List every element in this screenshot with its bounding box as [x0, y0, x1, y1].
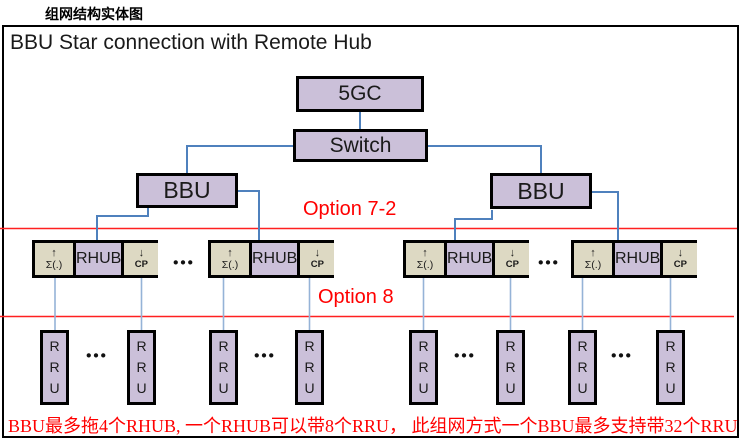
bbu-rhub-link	[237, 190, 260, 241]
ellipsis: •••	[86, 347, 108, 365]
node-rru: RRU	[295, 330, 324, 405]
footer-note: BBU最多拖4个RHUB, 一个RHUB可以带8个RRU， 此组网方式一个BBU…	[8, 416, 738, 436]
switch-bbu-left-link	[186, 145, 293, 173]
node-5gc: 5GC	[296, 76, 424, 112]
rhub-downlink-box: ↓ CP	[663, 243, 698, 275]
arrow-down-icon: ↓	[138, 247, 145, 260]
switch-bbu-right-link	[428, 145, 542, 173]
ellipsis: •••	[538, 254, 560, 272]
uplink-sum-label: Σ(.)	[45, 258, 63, 271]
bbu-rhub-link	[591, 191, 619, 241]
uplink-sum-label: Σ(.)	[416, 258, 434, 271]
arrow-down-icon: ↓	[677, 247, 684, 260]
node-rru: RRU	[127, 330, 156, 405]
rhub-downlink-box: ↓ CP	[300, 243, 335, 275]
bbu-rhub-link	[454, 210, 493, 241]
rru-label: RRU	[136, 338, 147, 396]
ellipsis: •••	[611, 347, 633, 365]
node-rru: RRU	[409, 330, 438, 405]
uplink-sum-label: Σ(.)	[221, 258, 239, 271]
rhub-label-box: RHUB	[447, 243, 493, 275]
rhub-downlink-box: ↓ CP	[495, 243, 530, 275]
uplink-sum-label: Σ(.)	[584, 258, 602, 271]
rhub-label-box: RHUB	[252, 243, 298, 275]
downlink-cp-label: CP	[673, 259, 687, 271]
ellipsis: •••	[254, 347, 276, 365]
rhub-uplink-box: ↑ Σ(.)	[406, 243, 444, 275]
rhub-downlink-box: ↓ CP	[124, 243, 159, 275]
option-8-label: Option 8	[318, 286, 394, 308]
rhub-uplink-box: ↑ Σ(.)	[35, 243, 73, 275]
rhub-unit: ↑ Σ(.) RHUB ↓ CP	[571, 240, 698, 278]
ellipsis: •••	[173, 254, 195, 272]
rru-label: RRU	[505, 338, 516, 396]
rhub-uplink-box: ↑ Σ(.)	[211, 243, 249, 275]
arrow-up-icon: ↑	[51, 246, 57, 259]
node-rru: RRU	[40, 330, 69, 405]
rru-label: RRU	[49, 338, 60, 396]
node-rru: RRU	[209, 330, 238, 405]
rru-label: RRU	[418, 338, 429, 396]
rhub-label-box: RHUB	[615, 243, 661, 275]
rru-label: RRU	[218, 338, 229, 396]
diagram-title: BBU Star connection with Remote Hub	[10, 31, 372, 54]
rhub-unit: ↑ Σ(.) RHUB ↓ CP	[32, 240, 159, 278]
rru-label: RRU	[304, 338, 315, 396]
node-rru: RRU	[568, 330, 597, 405]
bbu-rhub-link	[96, 207, 149, 241]
rhub-unit: ↑ Σ(.) RHUB ↓ CP	[208, 240, 335, 278]
downlink-cp-label: CP	[505, 259, 519, 271]
option-7-2-label: Option 7-2	[303, 198, 397, 220]
page-title: 组网结构实体图	[45, 6, 143, 22]
ellipsis: •••	[454, 347, 476, 365]
downlink-cp-label: CP	[310, 259, 324, 271]
node-bbu-right: BBU	[490, 173, 592, 209]
node-rru: RRU	[496, 330, 525, 405]
arrow-up-icon: ↑	[590, 246, 596, 259]
node-switch: Switch	[293, 129, 428, 162]
rru-label: RRU	[577, 338, 588, 396]
rhub-unit: ↑ Σ(.) RHUB ↓ CP	[403, 240, 530, 278]
downlink-cp-label: CP	[134, 259, 148, 271]
arrow-down-icon: ↓	[509, 247, 516, 260]
node-rru: RRU	[656, 330, 685, 405]
arrow-down-icon: ↓	[314, 247, 321, 260]
arrow-up-icon: ↑	[227, 246, 233, 259]
rhub-label-box: RHUB	[76, 243, 122, 275]
rru-label: RRU	[665, 338, 676, 396]
rhub-uplink-box: ↑ Σ(.)	[574, 243, 612, 275]
arrow-up-icon: ↑	[422, 246, 428, 259]
node-bbu-left: BBU	[136, 173, 238, 208]
